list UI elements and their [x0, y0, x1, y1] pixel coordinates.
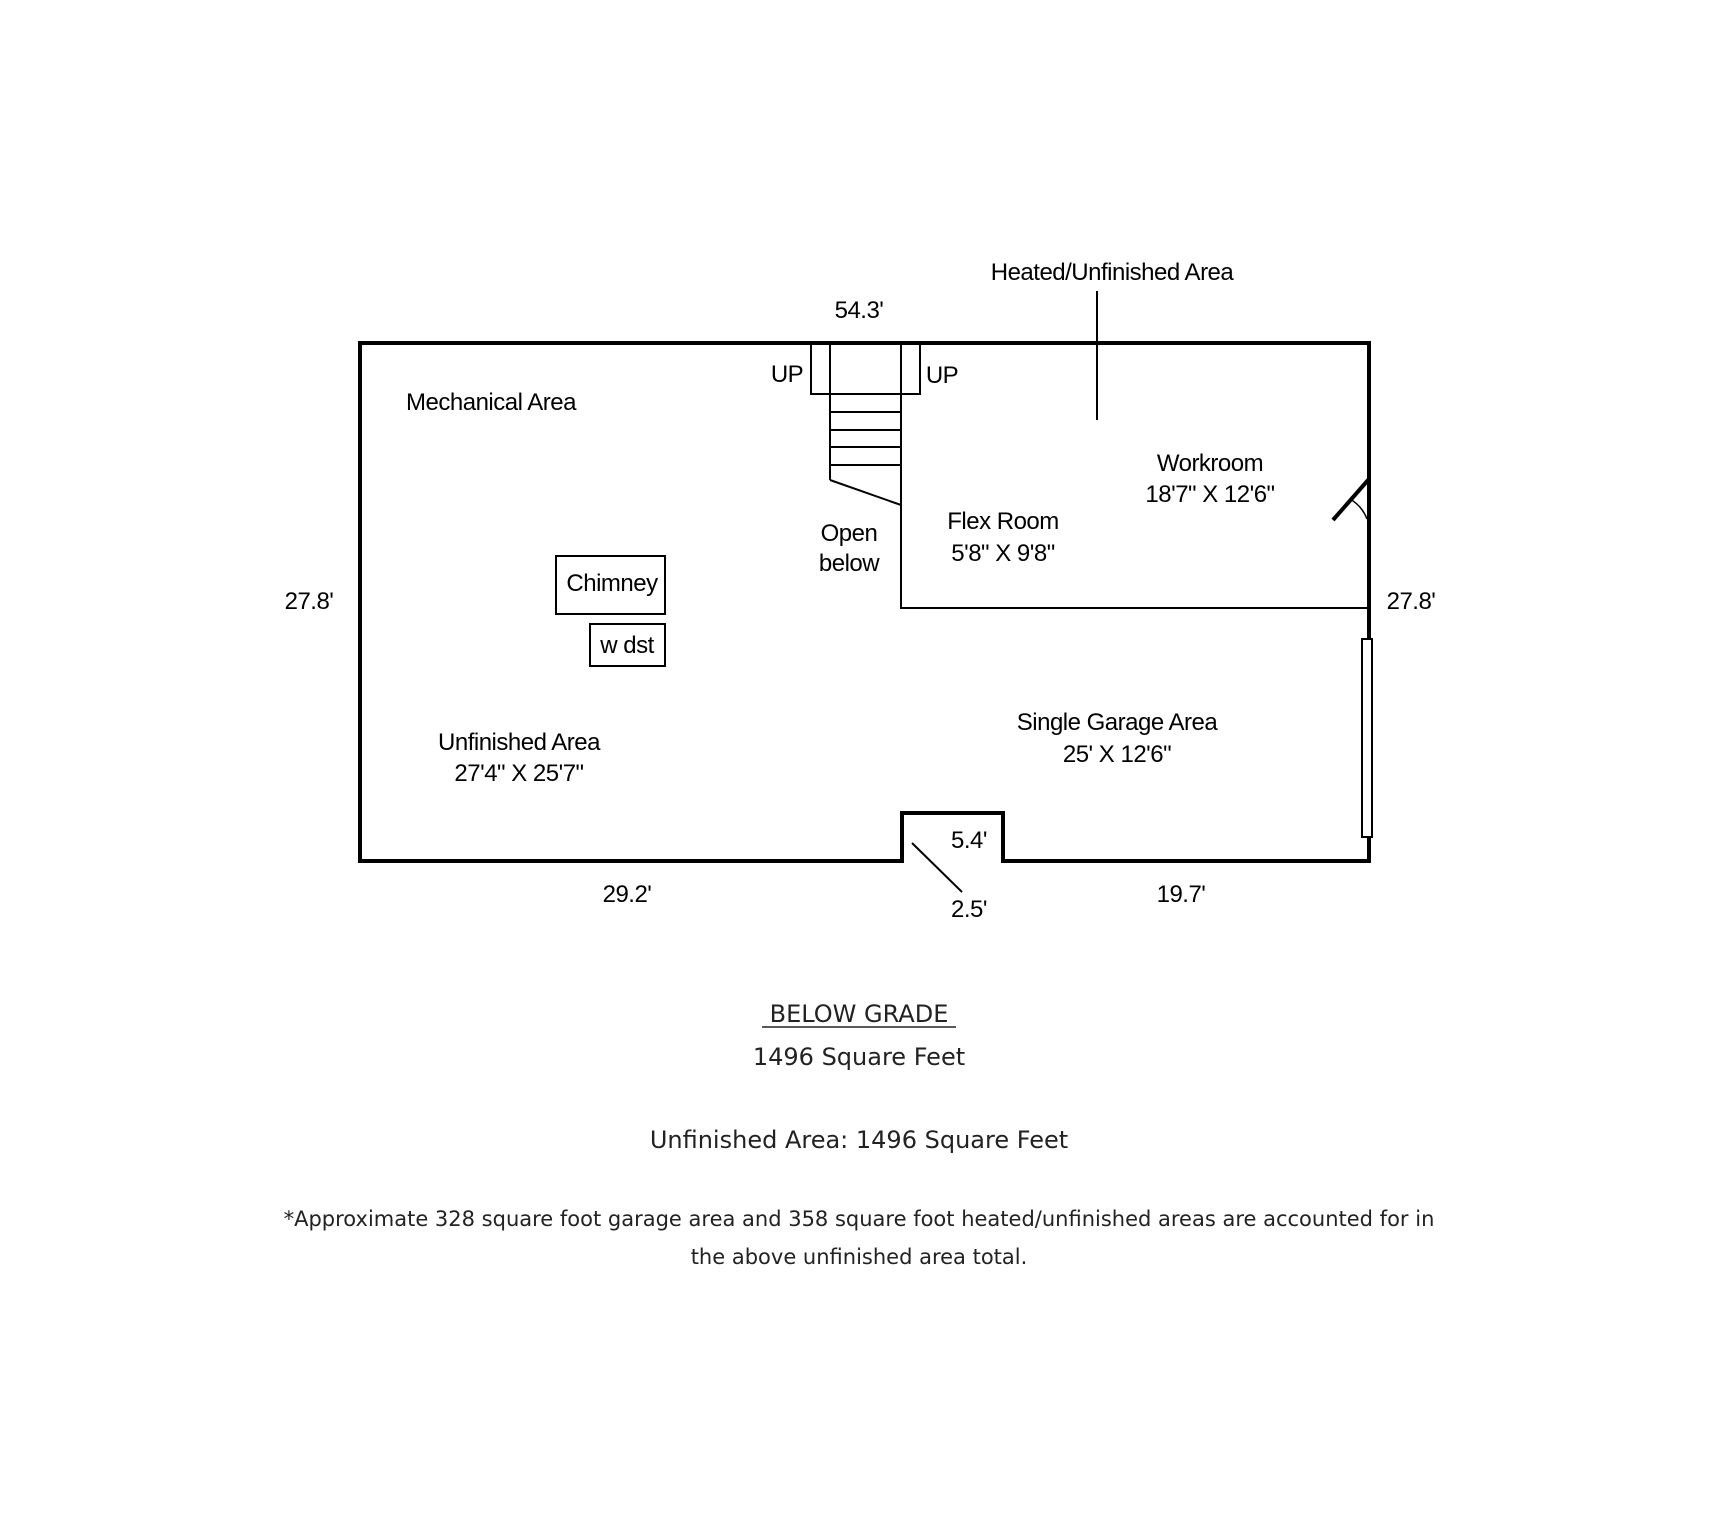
- chimney-label: Chimney: [566, 570, 658, 597]
- footnote-line-2: the above unfinished area total.: [691, 1245, 1028, 1269]
- top-dimension: 54.3': [835, 297, 884, 324]
- entry-door: [911, 842, 963, 893]
- staircase: [810, 342, 921, 506]
- workroom-label: Workroom: [1157, 450, 1263, 477]
- wdst-label: w dst: [599, 632, 654, 659]
- workroom-size: 18'7" X 12'6": [1145, 481, 1274, 508]
- garage-size: 25' X 12'6": [1063, 741, 1171, 768]
- garage-label: Single Garage Area: [1017, 709, 1219, 736]
- exterior-walls: [358, 341, 1371, 863]
- chimney-box: [555, 555, 666, 615]
- unfinished-area-label: Unfinished Area: [438, 729, 601, 756]
- open-below-label: Open: [821, 520, 878, 547]
- bottom-right-dimension: 19.7': [1157, 881, 1206, 908]
- footnote-line-1: *Approximate 328 square foot garage area…: [284, 1207, 1435, 1231]
- flex-room-wall: [900, 505, 1369, 609]
- open-below-label-2: below: [819, 550, 880, 577]
- mechanical-area-label: Mechanical Area: [406, 389, 577, 416]
- wdst-box: [589, 623, 666, 667]
- notch-dimension: 5.4': [951, 827, 987, 854]
- heated-area-label: Heated/Unfinished Area: [991, 259, 1235, 286]
- left-dimension: 27.8': [285, 588, 334, 615]
- level-title: BELOW GRADE: [770, 1000, 949, 1028]
- bottom-left-dimension: 29.2': [603, 881, 652, 908]
- total-square-feet: 1496 Square Feet: [753, 1043, 965, 1071]
- right-dimension: 27.8': [1387, 588, 1436, 615]
- door-swing-arc: [1349, 498, 1368, 520]
- unfinished-area-size: 27'4" X 25'7": [454, 760, 583, 787]
- flex-room-size: 5'8" X 9'8": [951, 540, 1054, 567]
- garage-door: [1361, 638, 1373, 838]
- entry-dimension: 2.5': [951, 896, 987, 923]
- stair-up-left: UP: [771, 361, 803, 388]
- unfinished-square-feet: Unfinished Area: 1496 Square Feet: [650, 1126, 1068, 1154]
- stair-up-right: UP: [926, 362, 958, 389]
- flex-room-label: Flex Room: [947, 508, 1059, 535]
